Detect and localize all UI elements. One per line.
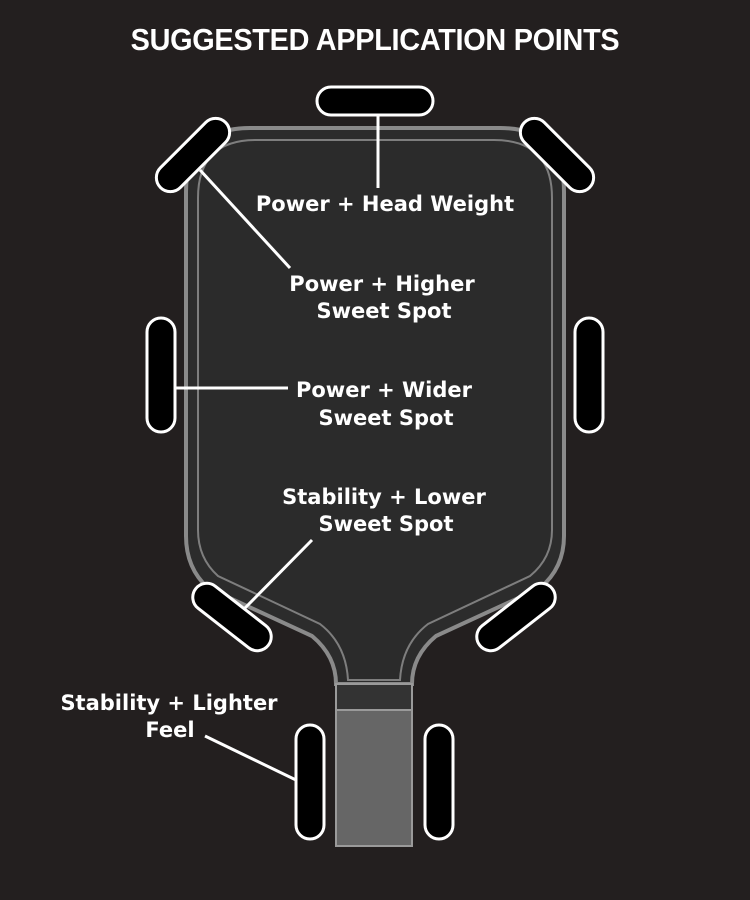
label-higher-line2: Sweet Spot <box>317 299 452 323</box>
label-higher-line1: Power + Higher <box>289 272 475 296</box>
label-wider-line2: Sweet Spot <box>319 406 454 430</box>
paddle-face <box>197 139 553 681</box>
tape-lower-right <box>475 581 557 653</box>
leader-higher-sweet-spot <box>198 168 292 270</box>
label-lower-line1: Stability + Lower <box>282 485 486 509</box>
leader-lower-sweet-spot <box>243 538 314 610</box>
paddle-handle <box>335 709 413 847</box>
leader-lighter-feel <box>204 734 297 782</box>
tape-side-right <box>573 316 605 434</box>
tape-side-left <box>145 316 177 434</box>
tape-lower-left <box>191 581 273 653</box>
paddle-throat-collar <box>335 683 413 711</box>
label-lighter-line1: Stability + Lighter <box>60 691 278 715</box>
page-title: SUGGESTED APPLICATION POINTS <box>130 22 620 57</box>
label-lighter-line2: Feel <box>145 718 194 742</box>
label-wider-line1: Power + Wider <box>296 378 473 402</box>
label-head-weight: Power + Head Weight <box>256 192 514 216</box>
tape-top-right <box>518 116 596 194</box>
tape-top-center <box>315 85 435 117</box>
tape-handle-right <box>423 723 455 841</box>
label-lower-line2: Sweet Spot <box>319 512 454 536</box>
tape-top-left <box>154 116 232 194</box>
tape-handle-left <box>294 723 326 841</box>
